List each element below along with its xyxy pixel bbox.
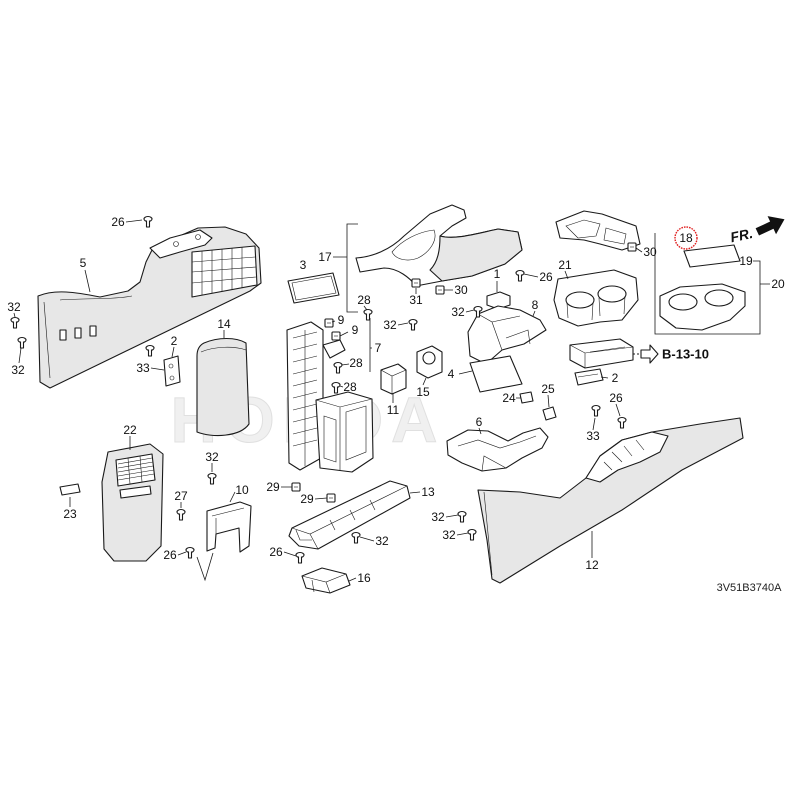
part-17-trim-panel <box>355 204 523 287</box>
part-12-right-side-panel <box>477 417 744 584</box>
callout-3[interactable]: 3 <box>300 258 307 272</box>
callout-26[interactable]: 26 <box>163 548 177 562</box>
part-21-cup-holder-frame <box>553 269 639 327</box>
callout-19[interactable]: 19 <box>739 254 753 268</box>
callout-2[interactable]: 2 <box>612 371 619 385</box>
part-6-bracket <box>446 427 549 472</box>
part-16-bracket <box>301 567 351 594</box>
callout-33[interactable]: 33 <box>136 361 150 375</box>
highlight-circle <box>674 226 698 250</box>
part-1-switch <box>486 291 511 310</box>
callout-10[interactable]: 10 <box>235 483 249 497</box>
callout-29[interactable]: 29 <box>300 492 314 506</box>
diagram-code: 3V51B3740A <box>717 582 782 594</box>
part-24-clip <box>519 391 534 404</box>
callout-8[interactable]: 8 <box>532 298 539 312</box>
part-23-clip <box>59 483 81 496</box>
part-3-mat <box>287 272 340 304</box>
part-4-mat <box>469 355 523 393</box>
part-5-left-side-panel <box>37 226 262 389</box>
callout-20[interactable]: 20 <box>771 277 785 291</box>
callout-28[interactable]: 28 <box>349 356 363 370</box>
callout-22[interactable]: 22 <box>123 423 137 437</box>
part-7-console-box <box>286 321 374 473</box>
callout-26[interactable]: 26 <box>269 545 283 559</box>
callout-28[interactable]: 28 <box>357 293 371 307</box>
callout-26[interactable]: 26 <box>539 270 553 284</box>
callout-14[interactable]: 14 <box>217 317 231 331</box>
part-14-armrest-lid <box>196 337 250 437</box>
callout-6[interactable]: 6 <box>476 415 483 429</box>
callout-24[interactable]: 24 <box>502 391 516 405</box>
callout-32[interactable]: 32 <box>11 363 25 377</box>
callout-32[interactable]: 32 <box>442 528 456 542</box>
part-25-clip <box>542 406 557 421</box>
callout-21[interactable]: 21 <box>558 258 572 272</box>
callout-11[interactable]: 11 <box>387 403 400 417</box>
callout-9[interactable]: 9 <box>338 313 345 327</box>
callout-30[interactable]: 30 <box>643 245 657 259</box>
callout-16[interactable]: 16 <box>357 571 371 585</box>
group-bracket-20 <box>654 233 761 335</box>
part-22-rear-vent-panel <box>101 443 164 562</box>
callout-31[interactable]: 31 <box>409 293 423 307</box>
callout-26[interactable]: 26 <box>609 391 623 405</box>
callout-32[interactable]: 32 <box>431 510 445 524</box>
callout-32[interactable]: 32 <box>451 305 465 319</box>
callout-15[interactable]: 15 <box>416 385 430 399</box>
part-2-bracket-right <box>574 368 604 386</box>
reference-page-link[interactable]: B-13-10 <box>662 347 709 362</box>
reference-module <box>569 338 659 369</box>
part-11-switch-box <box>380 363 407 395</box>
callout-26[interactable]: 26 <box>111 215 125 229</box>
callout-7[interactable]: 7 <box>375 341 382 355</box>
callout-1[interactable]: 1 <box>494 267 501 281</box>
callout-33[interactable]: 33 <box>586 429 600 443</box>
front-arrow-icon <box>755 216 785 236</box>
leader-lines <box>13 219 770 582</box>
callout-2[interactable]: 2 <box>171 334 178 348</box>
callout-5[interactable]: 5 <box>80 256 87 270</box>
part-13-duct <box>288 480 411 550</box>
callout-13[interactable]: 13 <box>421 485 435 499</box>
callout-4[interactable]: 4 <box>448 367 455 381</box>
callout-23[interactable]: 23 <box>63 507 77 521</box>
part-2-bracket-left <box>163 355 181 387</box>
reference-arrow-icon <box>640 344 659 364</box>
group-bracket-17 <box>346 223 358 313</box>
callout-9[interactable]: 9 <box>352 323 359 337</box>
callout-18-highlighted[interactable]: 18 <box>679 231 693 245</box>
callout-32[interactable]: 32 <box>383 318 397 332</box>
callout-12[interactable]: 12 <box>585 558 599 572</box>
front-indicator-label: FR. <box>729 225 754 245</box>
callout-32[interactable]: 32 <box>7 300 21 314</box>
part-20-cup-holders <box>659 283 746 331</box>
callout-32[interactable]: 32 <box>375 534 389 548</box>
callout-30[interactable]: 30 <box>454 283 468 297</box>
callout-27[interactable]: 27 <box>174 489 188 503</box>
part-top-bezel <box>555 210 641 251</box>
callout-17[interactable]: 17 <box>318 250 332 264</box>
callout-32[interactable]: 32 <box>205 450 219 464</box>
callout-28[interactable]: 28 <box>343 380 357 394</box>
callout-29[interactable]: 29 <box>266 480 280 494</box>
part-15-switch <box>416 345 443 379</box>
part-19-lid <box>683 244 741 268</box>
callout-25[interactable]: 25 <box>541 382 555 396</box>
callouts: 26 5 32 32 2 33 14 3 17 28 9 9 32 7 28 2… <box>7 215 785 585</box>
part-10-bracket <box>206 501 252 553</box>
